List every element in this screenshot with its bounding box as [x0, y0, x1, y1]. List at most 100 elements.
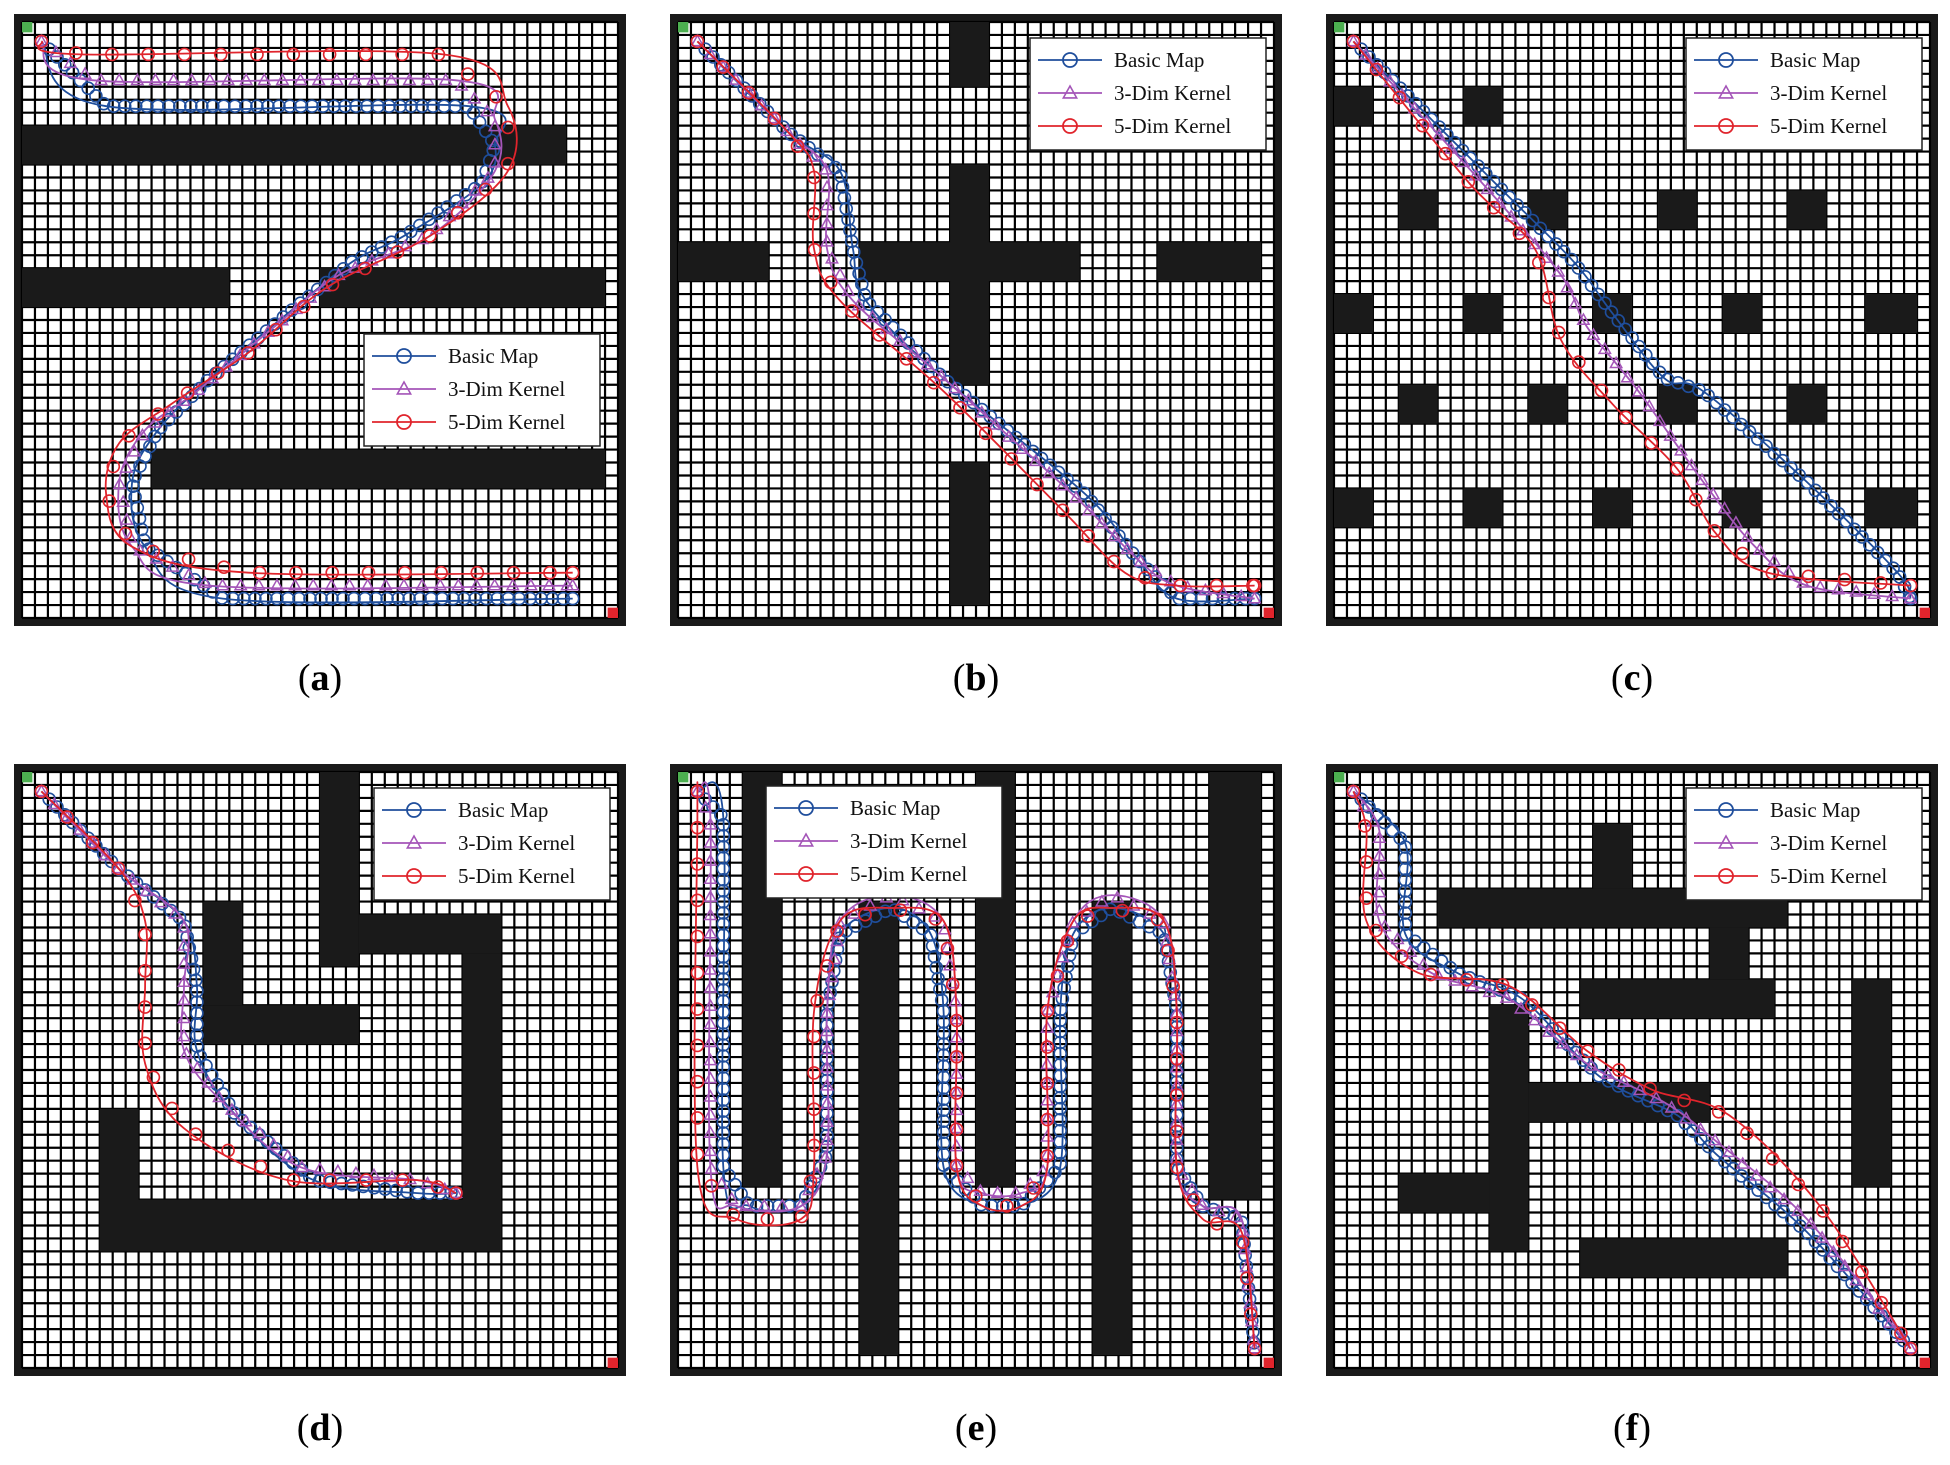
- marker-k3: [1894, 1329, 1909, 1343]
- marker-basic: [1776, 1204, 1791, 1219]
- start-cell: [22, 22, 33, 33]
- marker-k3: [920, 356, 935, 370]
- marker-k5: [460, 67, 475, 81]
- marker-basic: [371, 99, 385, 113]
- marker-k5: [1369, 62, 1384, 77]
- marker-k5: [34, 34, 49, 49]
- marker-basic: [424, 591, 438, 606]
- marker-basic: [716, 1016, 731, 1030]
- marker-basic: [974, 402, 989, 417]
- obstacle: [22, 268, 230, 308]
- marker-k3: [111, 860, 126, 874]
- marker-k5: [1874, 1295, 1889, 1310]
- marker-k5: [358, 47, 373, 62]
- marker-basic: [820, 1128, 834, 1143]
- marker-k3: [1867, 586, 1882, 599]
- marker-k5: [1415, 118, 1430, 133]
- marker-basic: [391, 591, 405, 606]
- marker-k5: [949, 1122, 964, 1137]
- marker-basic: [943, 1166, 957, 1181]
- marker-k5: [60, 810, 74, 824]
- marker-k3: [317, 279, 332, 292]
- marker-k3: [1717, 501, 1732, 514]
- marker-k3: [947, 380, 962, 394]
- marker-k3: [233, 578, 248, 591]
- marker-k3: [703, 1125, 718, 1138]
- legend-label-basic: Basic Map: [1114, 48, 1204, 72]
- marker-basic: [1870, 545, 1885, 560]
- marker-k3: [1541, 1024, 1556, 1037]
- marker-k5: [322, 47, 337, 62]
- marker-k3: [1448, 973, 1462, 986]
- marker-basic: [1734, 1169, 1749, 1183]
- marker-basic: [523, 591, 538, 606]
- marker-basic: [1053, 1112, 1067, 1127]
- marker-basic: [1686, 1124, 1700, 1138]
- marker-k3: [1706, 486, 1721, 500]
- marker-basic: [716, 1148, 731, 1162]
- obstacle: [1334, 294, 1373, 333]
- marker-basic: [1639, 348, 1653, 362]
- marker-basic: [89, 89, 103, 103]
- marker-k3: [820, 234, 834, 247]
- marker-basic: [1398, 917, 1413, 932]
- marker-k3: [367, 1167, 381, 1181]
- marker-basic: [1584, 1061, 1598, 1075]
- marker-k3: [454, 78, 469, 91]
- marker-basic: [1784, 1212, 1799, 1226]
- marker-k3: [1069, 490, 1084, 503]
- marker-k3: [34, 783, 49, 797]
- marker-k5: [690, 1002, 705, 1016]
- marker-k3: [754, 98, 769, 111]
- marker-k3: [1195, 1197, 1210, 1211]
- marker-basic: [422, 212, 436, 227]
- marker-k5: [1247, 1341, 1262, 1356]
- marker-k3: [1514, 1001, 1528, 1014]
- marker-basic: [1767, 446, 1782, 461]
- marker-k5: [1107, 554, 1121, 569]
- marker-basic: [305, 99, 319, 113]
- marker-k5: [716, 60, 730, 74]
- marker-k3: [703, 1143, 718, 1157]
- legend-marker-k5: [1718, 868, 1734, 884]
- legend-marker-k5: [396, 414, 412, 430]
- marker-k3: [360, 578, 375, 591]
- marker-k5: [704, 1179, 719, 1193]
- marker-k5: [395, 1173, 410, 1187]
- start-cell: [678, 22, 689, 33]
- marker-k5: [506, 565, 521, 580]
- marker-k3: [1527, 1012, 1542, 1026]
- marker-basic: [173, 99, 187, 113]
- marker-k5: [726, 1208, 741, 1222]
- marker-k3: [257, 72, 272, 86]
- marker-basic: [1878, 553, 1893, 568]
- marker-basic: [413, 591, 427, 606]
- obstacle: [1787, 190, 1827, 230]
- marker-k3: [818, 1150, 833, 1163]
- marker-basic: [1486, 174, 1501, 189]
- marker-basic: [1839, 514, 1854, 529]
- marker-k3: [703, 907, 718, 921]
- marker-basic: [716, 850, 731, 865]
- obstacle: [1865, 294, 1918, 333]
- marker-k5: [1894, 1326, 1908, 1341]
- marker-k5: [1765, 1152, 1780, 1166]
- marker-k5: [434, 565, 448, 580]
- path-line-basic: [1352, 40, 1912, 600]
- marker-basic: [1053, 1068, 1067, 1083]
- marker-k3: [342, 578, 357, 591]
- obstacle: [151, 449, 606, 489]
- marker-k3: [1065, 915, 1080, 928]
- marker-basic: [1743, 1176, 1757, 1190]
- marker-k3: [1456, 154, 1471, 168]
- marker-basic: [349, 99, 363, 113]
- marker-basic: [1053, 1123, 1067, 1138]
- marker-k5: [470, 565, 485, 580]
- marker-k3: [469, 578, 484, 591]
- marker-basic: [1598, 296, 1612, 311]
- marker-k3: [1679, 1111, 1694, 1124]
- marker-k3: [202, 72, 217, 86]
- marker-k5: [138, 1000, 152, 1014]
- path-line-k5: [37, 40, 573, 576]
- marker-k3: [293, 72, 308, 86]
